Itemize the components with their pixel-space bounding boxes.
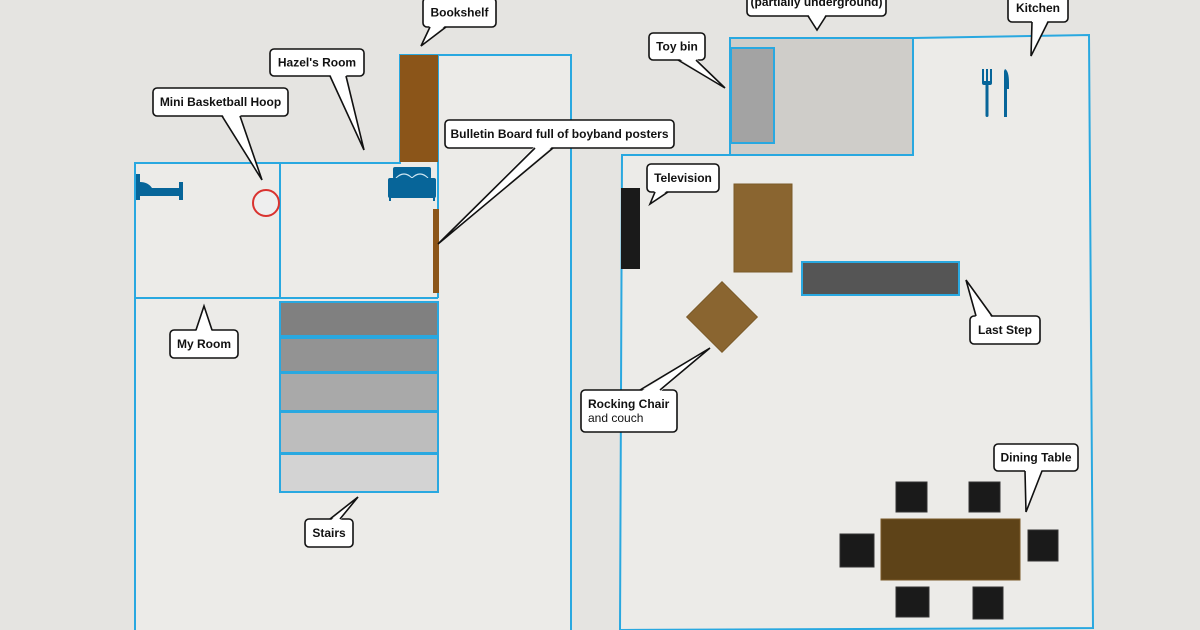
callout-mini-hoop: Mini Basketball Hoop <box>152 87 289 181</box>
dining-table <box>880 518 1021 581</box>
callout-label: Last Step <box>978 323 1032 337</box>
callout-label: Toy bin <box>656 40 698 54</box>
chair <box>895 481 928 513</box>
double-bed-icon <box>388 167 436 201</box>
callout-label: My Room <box>177 337 231 351</box>
chair <box>972 586 1004 620</box>
toy-bin <box>730 47 775 144</box>
callout-box <box>444 119 675 149</box>
dining-chairs <box>839 481 1059 620</box>
callout-tail <box>808 14 826 30</box>
upstairs-floor <box>134 54 572 630</box>
callout-label: (partially underground) <box>751 0 883 9</box>
couch <box>733 183 793 273</box>
callout-bulletin-board: Bulletin Board full of boyband posters <box>437 119 675 245</box>
callout-tail-outline <box>965 279 993 317</box>
callout-label: Bulletin Board full of boyband posters <box>450 127 668 141</box>
callout-label: Bookshelf <box>430 6 489 20</box>
callout-hazels-room: Hazel's Room <box>269 48 365 151</box>
callout-television: Television <box>646 163 720 207</box>
callout-label: Television <box>654 171 712 185</box>
television <box>621 188 640 269</box>
callout-box <box>304 518 354 548</box>
callout-label: Hazel's Room <box>278 56 356 70</box>
callout-box <box>646 163 720 193</box>
chair <box>1027 529 1059 562</box>
callout-tail-outline <box>639 347 711 391</box>
callout-tail-outline <box>648 191 669 207</box>
callout-tail-outline <box>677 59 726 89</box>
callout-box <box>152 87 289 117</box>
callout-partially-underground: (partially underground) <box>746 0 887 32</box>
callout-tail-outline <box>1024 470 1043 513</box>
stairs <box>279 301 439 493</box>
rocking-chair <box>685 280 759 354</box>
callout-tail-outline <box>437 147 554 245</box>
callout-box <box>969 315 1041 345</box>
stair-step <box>279 453 439 493</box>
callout-last-step: Last Step <box>965 279 1041 345</box>
callout-stairs: Stairs <box>304 496 359 548</box>
callout-label: Rocking Chair <box>588 397 670 411</box>
callout-tail-outline <box>807 15 827 32</box>
callout-toy-bin: Toy bin <box>648 32 726 89</box>
last-step <box>801 261 960 296</box>
callout-tail-outline <box>420 26 447 47</box>
callout-bookshelf: Bookshelf <box>420 0 497 47</box>
callout-label: Stairs <box>312 526 346 540</box>
stair-step <box>279 372 439 412</box>
callout-my-room: My Room <box>169 303 239 359</box>
stair-step <box>279 411 439 454</box>
callout-sublabel: and couch <box>588 411 643 425</box>
callout-box <box>648 32 706 61</box>
stair-step <box>279 337 439 373</box>
chair <box>895 586 930 618</box>
bed-icon <box>136 174 183 200</box>
callout-tail-outline <box>329 496 359 520</box>
callout-label: Mini Basketball Hoop <box>160 95 281 109</box>
chair <box>968 481 1001 513</box>
callout-tail-outline <box>195 303 213 331</box>
basketball-hoop-icon <box>252 189 280 217</box>
bookshelf <box>400 55 438 162</box>
downstairs-floor <box>618 33 1095 630</box>
callout-tail-outline <box>221 115 263 181</box>
callout-tail-outline <box>1030 21 1049 57</box>
callout-dining-table: Dining Table <box>993 443 1079 513</box>
fork-knife-icon <box>982 69 1009 117</box>
callout-label: Kitchen <box>1016 1 1060 15</box>
callout-kitchen: Kitchen <box>1007 0 1069 57</box>
callout-tail <box>196 306 212 332</box>
bulletin-board <box>433 209 439 293</box>
callout-label: Dining Table <box>1000 451 1071 465</box>
chair <box>839 533 875 568</box>
callout-tail-outline <box>329 75 365 151</box>
callout-box <box>422 0 497 28</box>
stair-step <box>279 301 439 337</box>
callout-box <box>580 389 678 433</box>
callout-box <box>269 48 365 77</box>
